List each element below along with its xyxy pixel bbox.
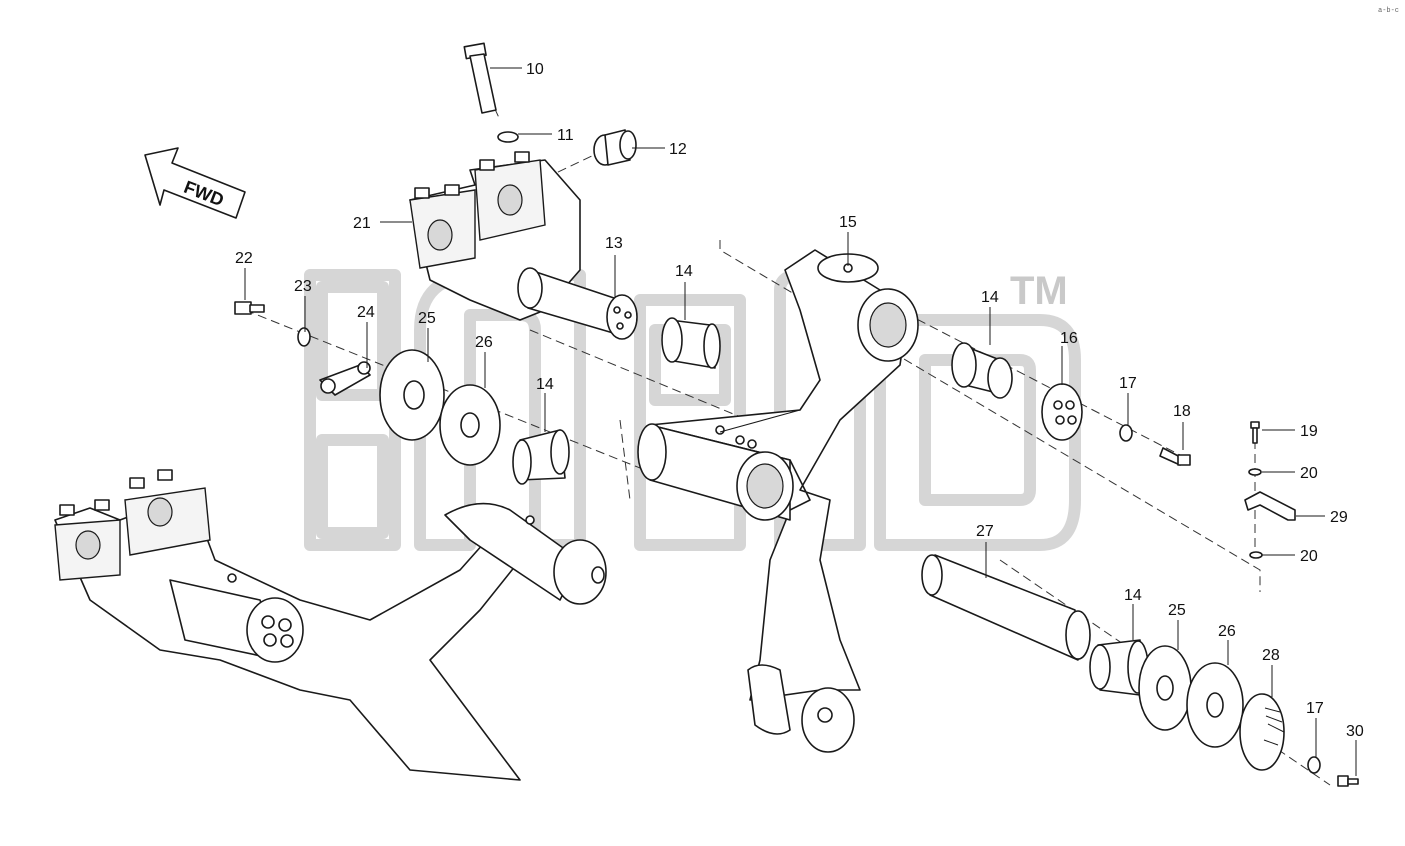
screw-19 bbox=[1250, 421, 1260, 444]
callout-14b: 14 bbox=[536, 376, 554, 393]
pin-13 bbox=[517, 267, 638, 340]
plate-16 bbox=[1041, 383, 1083, 441]
bushing-14-mid bbox=[512, 429, 570, 485]
lower-left-bracket-assembly bbox=[54, 469, 607, 781]
bolt-22 bbox=[234, 301, 265, 315]
leader-lines bbox=[244, 67, 1357, 776]
callouts: 10 11 12 13 14 14 14 14 15 16 17 17 18 1… bbox=[235, 61, 1364, 740]
corner-mark: a-b-c bbox=[1378, 7, 1399, 15]
callout-22: 22 bbox=[235, 250, 253, 267]
washer-20-bottom bbox=[1249, 551, 1263, 559]
callout-14d: 14 bbox=[1124, 587, 1142, 604]
callout-21: 21 bbox=[353, 215, 371, 232]
pin-27 bbox=[921, 554, 1091, 661]
bracket-29 bbox=[1244, 491, 1296, 521]
bolt-10 bbox=[463, 42, 497, 114]
trademark-mark: TM bbox=[1010, 269, 1068, 313]
bolt-30 bbox=[1337, 775, 1359, 787]
washer-26-right bbox=[1186, 662, 1244, 748]
washer-23 bbox=[297, 327, 311, 347]
bushing-14-top bbox=[661, 317, 721, 369]
washer-17-top bbox=[1119, 424, 1133, 442]
callout-10: 10 bbox=[526, 61, 544, 78]
washer-25-right bbox=[1138, 645, 1192, 731]
washer-26-left bbox=[439, 384, 501, 466]
callout-29: 29 bbox=[1330, 509, 1348, 526]
washer-17-bottom bbox=[1307, 756, 1321, 774]
plate-28 bbox=[1239, 693, 1285, 771]
bushing-12 bbox=[593, 129, 637, 166]
callout-19: 19 bbox=[1300, 423, 1318, 440]
fwd-arrow: FWD bbox=[144, 147, 246, 219]
callout-11: 11 bbox=[557, 127, 574, 144]
callout-15: 15 bbox=[839, 214, 857, 231]
callout-16: 16 bbox=[1060, 330, 1078, 347]
callout-25b: 25 bbox=[1168, 602, 1186, 619]
washer-25-left bbox=[379, 349, 445, 441]
callout-26b: 26 bbox=[1218, 623, 1236, 640]
callout-13: 13 bbox=[605, 235, 623, 252]
callout-12: 12 bbox=[669, 141, 687, 158]
callout-30: 30 bbox=[1346, 723, 1364, 740]
callout-20b: 20 bbox=[1300, 548, 1318, 565]
bolt-18 bbox=[1159, 447, 1191, 466]
washer-20-top bbox=[1248, 468, 1262, 476]
callout-23: 23 bbox=[294, 278, 312, 295]
callout-17b: 17 bbox=[1306, 700, 1324, 717]
callout-25a: 25 bbox=[418, 310, 436, 327]
bushing-14-right bbox=[951, 342, 1013, 399]
callout-17a: 17 bbox=[1119, 375, 1137, 392]
callout-24: 24 bbox=[357, 304, 375, 321]
callout-14a: 14 bbox=[675, 263, 693, 280]
callout-14c: 14 bbox=[981, 289, 999, 306]
callout-18: 18 bbox=[1173, 403, 1191, 420]
washer-11 bbox=[497, 131, 519, 143]
callout-27: 27 bbox=[976, 523, 994, 540]
callout-26a: 26 bbox=[475, 334, 493, 351]
lever-arm-15 bbox=[637, 249, 919, 753]
callout-28: 28 bbox=[1262, 647, 1280, 664]
callout-20a: 20 bbox=[1300, 465, 1318, 482]
